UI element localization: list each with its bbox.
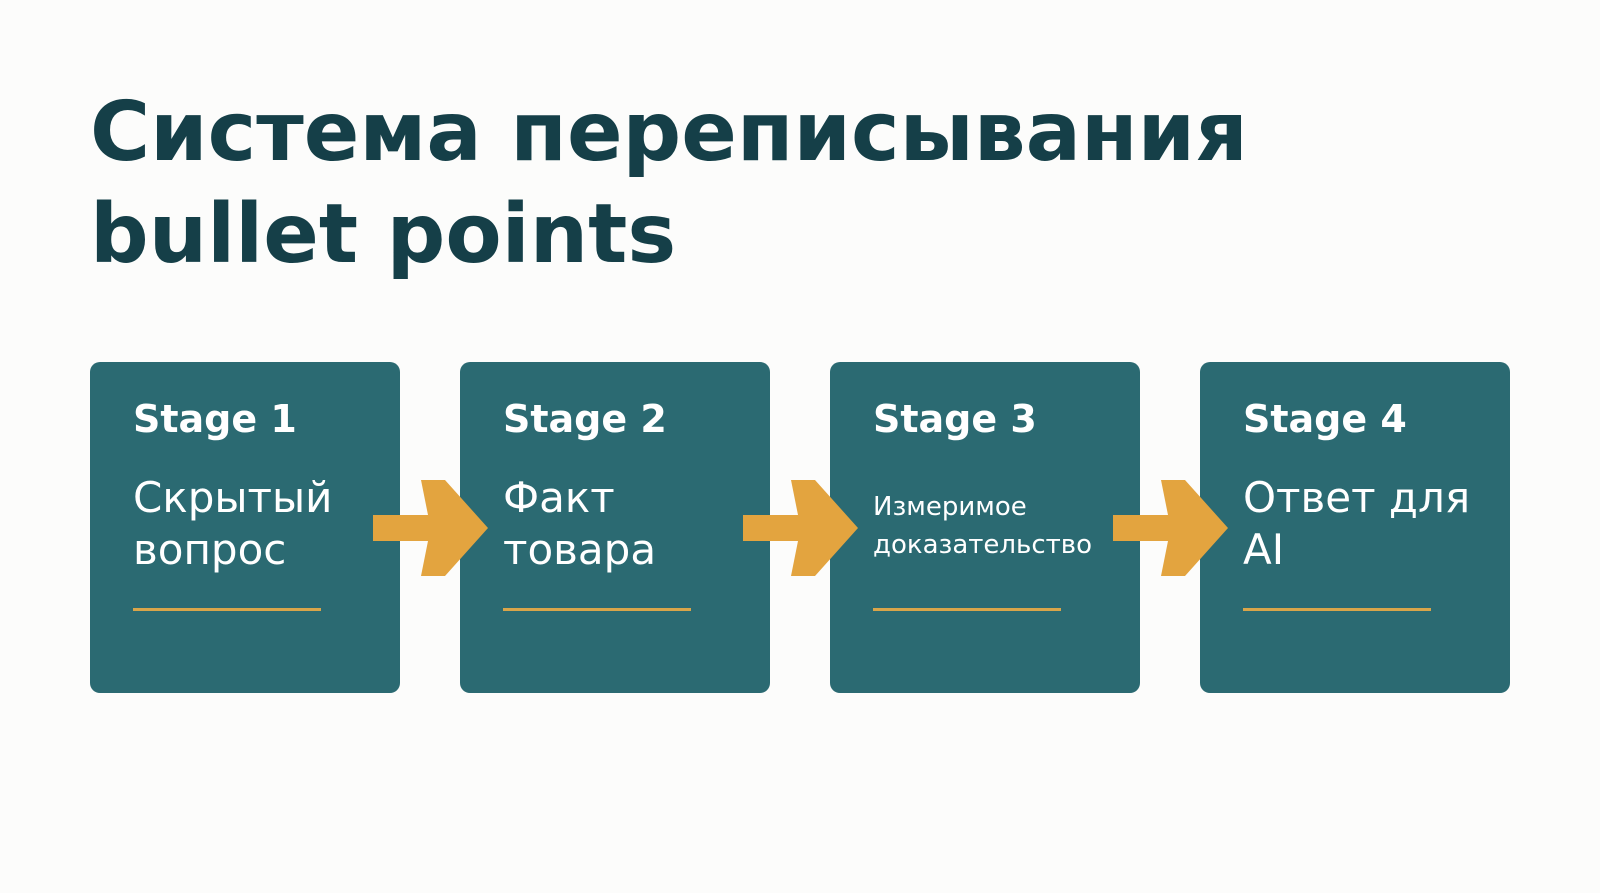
stage-text: Измеримое доказательство [873, 492, 1093, 560]
stage-label: Stage 2 [503, 397, 667, 441]
stage-card-2: Stage 2 Факт товара [460, 362, 770, 693]
arrow-right-icon-shape [373, 480, 488, 576]
arrow-right-icon [373, 480, 488, 576]
stage-label: Stage 1 [133, 397, 297, 441]
slide-title: Система переписывания bullet points [90, 85, 1248, 282]
stage-text: Скрытый вопрос [133, 473, 333, 574]
arrow-right-icon [743, 480, 858, 576]
arrow-right-icon-shape [743, 480, 858, 576]
stage-underline [873, 608, 1061, 611]
stage-text: Факт товара [503, 473, 657, 574]
arrow-right-icon [1113, 480, 1228, 576]
stage-card-1: Stage 1 Скрытый вопрос [90, 362, 400, 693]
stage-underline [1243, 608, 1431, 611]
arrow-right-icon-shape [1113, 480, 1228, 576]
stage-label: Stage 4 [1243, 397, 1407, 441]
stage-text: Ответ для AI [1243, 473, 1471, 574]
stage-underline [503, 608, 691, 611]
stage-card-3: Stage 3 Измеримое доказательство [830, 362, 1140, 693]
stage-card-4: Stage 4 Ответ для AI [1200, 362, 1510, 693]
stage-underline [133, 608, 321, 611]
stage-label: Stage 3 [873, 397, 1037, 441]
